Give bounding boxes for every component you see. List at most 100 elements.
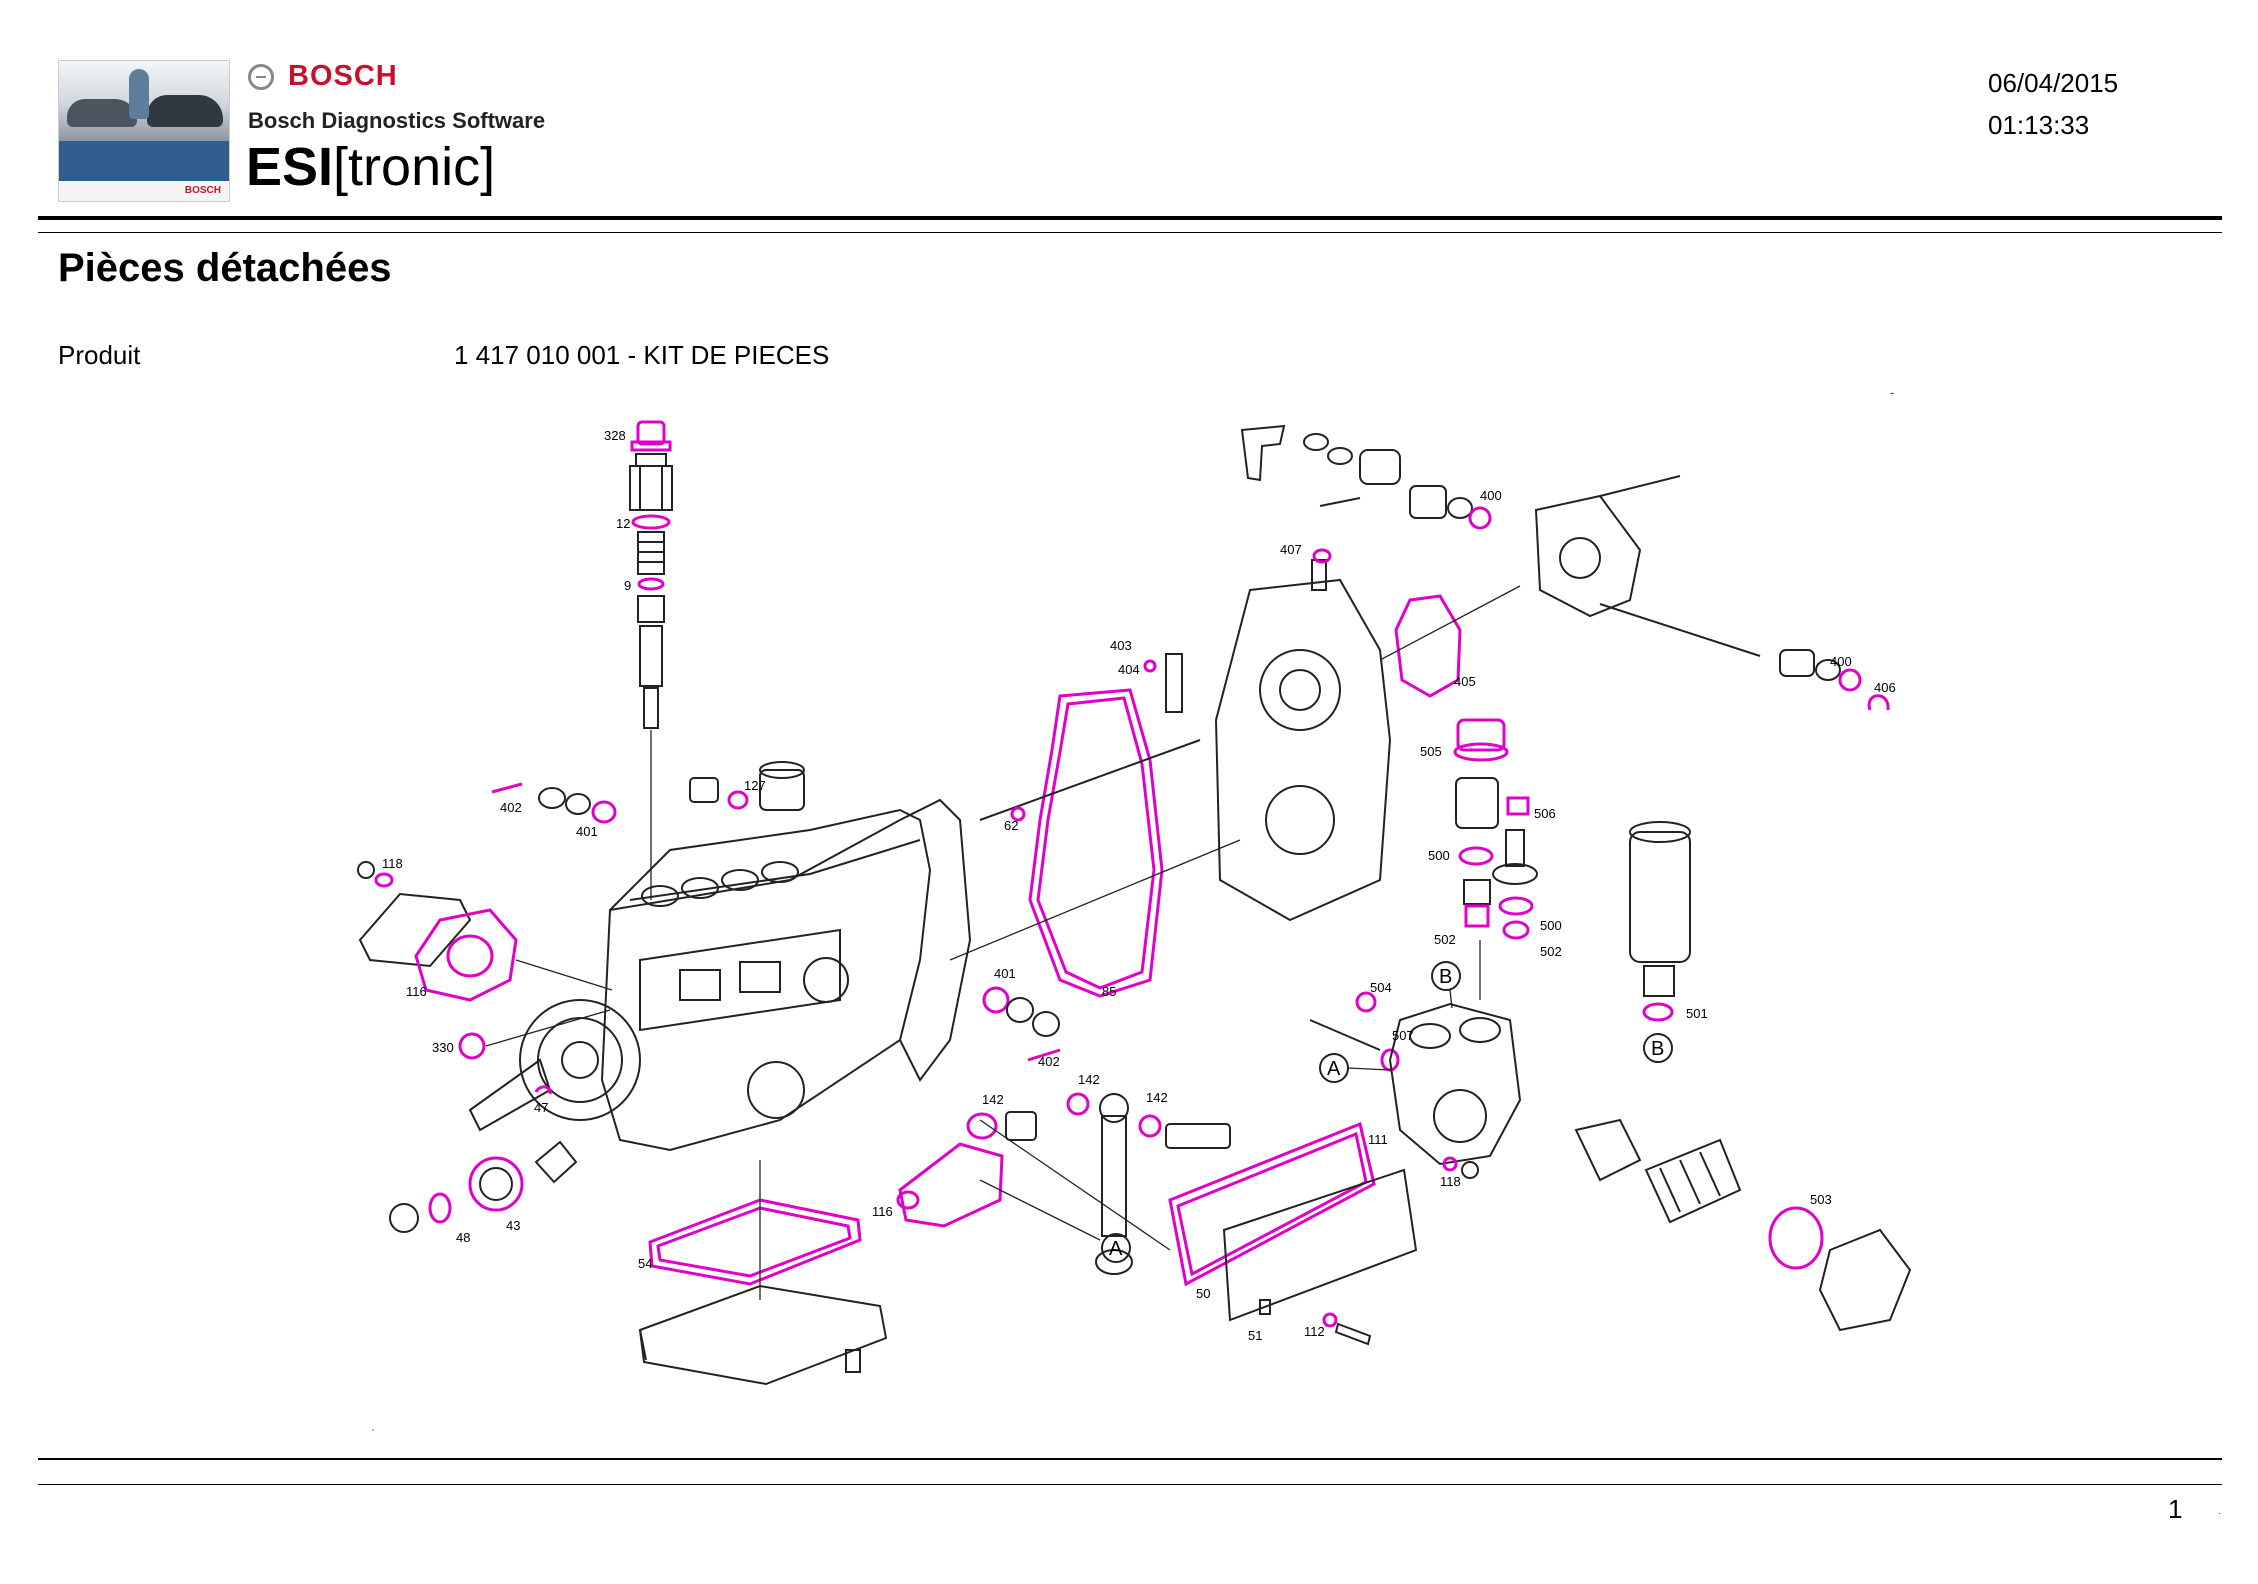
seal-112 (1322, 1312, 1338, 1328)
fuel-filter-cartridge (1629, 821, 1691, 1063)
spring-top (1359, 449, 1401, 485)
callout-142-c: 142 (1146, 1090, 1168, 1105)
plug-nut (1818, 1228, 1912, 1332)
governor-cover (1214, 548, 1521, 922)
seal-404 (1143, 659, 1157, 673)
nut-48-hex (389, 1203, 419, 1233)
valve-holder-hex (629, 465, 673, 511)
thumbnail-footer: BOSCH (59, 181, 229, 201)
bottom-cover (638, 1284, 888, 1386)
seal-401-b (982, 986, 1010, 1014)
marker-b-top-circle (1431, 961, 1461, 991)
primer-piston (1574, 1118, 1642, 1182)
screw-112 (1334, 1322, 1372, 1346)
exploded-parts-diagram: 328 12 9 402 401 127 118 116 330 (357, 420, 1912, 1386)
callout-503: 503 (1810, 1192, 1832, 1207)
callout-85: 85 (1102, 984, 1116, 999)
bottom-screw (845, 1349, 861, 1373)
callout-502-b: 502 (1540, 944, 1562, 959)
callout-51: 51 (1248, 1328, 1262, 1343)
governor-cover-body (1214, 578, 1392, 922)
callout-405: 405 (1454, 674, 1476, 689)
nut-118-b (1461, 1161, 1479, 1179)
callout-328: 328 (604, 428, 626, 443)
lever-403 (1165, 653, 1183, 713)
callout-118-b: 118 (1440, 1174, 1461, 1189)
valve-stem (639, 625, 663, 687)
part-51 (1259, 1299, 1271, 1315)
seal-500-a (1458, 846, 1494, 866)
marker-a-left: A (1327, 1058, 1341, 1080)
callout-48: 48 (456, 1230, 470, 1245)
callout-404: 404 (1118, 662, 1140, 677)
callout-402-a: 402 (500, 800, 522, 815)
callout-406: 406 (1874, 680, 1896, 695)
governor-gasket-area (949, 653, 1241, 998)
callout-407: 407 (1280, 542, 1302, 557)
stray-mark-right: . (2218, 1506, 2221, 1517)
seal-400-b (1838, 668, 1862, 692)
bushing-top (1409, 485, 1447, 519)
thumbnail-blue-banner (59, 141, 229, 181)
drive-flange (519, 999, 641, 1121)
callout-402-b: 402 (1038, 1054, 1060, 1069)
thumbnail-mechanic (129, 69, 149, 119)
callout-403: 403 (1110, 638, 1132, 653)
seal-501 (1642, 1002, 1674, 1022)
pin-housing (1309, 1019, 1381, 1051)
bosch-wordmark: BOSCH (288, 60, 398, 92)
bottom-cover-assembly (638, 1160, 888, 1386)
seal-9 (637, 577, 665, 591)
bolt-top (1599, 475, 1681, 497)
primer-housing-body (1388, 1002, 1522, 1166)
seal-142-a (966, 1112, 998, 1140)
seal-142-b (1066, 1092, 1090, 1116)
thumbnail-car-right (147, 95, 223, 127)
seal-407 (1312, 548, 1332, 564)
tronic-text: [tronic] (333, 137, 496, 197)
top-right-levers (1240, 424, 1890, 711)
callout-500-a: 500 (1428, 848, 1450, 863)
bolt-127-head (689, 777, 719, 803)
screw-407 (1311, 559, 1327, 591)
callout-116-a: 116 (406, 984, 427, 999)
callout-111: 111 (1368, 1132, 1388, 1147)
callout-127: 127 (744, 778, 766, 793)
lever-top (1240, 424, 1286, 482)
gasket-85 (1028, 688, 1164, 998)
drive-end-parts (389, 1085, 578, 1233)
print-time: 01:13:33 (1988, 110, 2090, 140)
governor-housing (899, 798, 972, 1082)
cap-505 (1456, 718, 1506, 752)
seal-503 (1768, 1206, 1824, 1270)
cover-plate (358, 892, 472, 968)
seal-504 (1355, 991, 1377, 1013)
drive-shaft (468, 1058, 552, 1132)
gasket-50 (1168, 1121, 1376, 1287)
callout-400-b: 400 (1830, 654, 1852, 669)
valve-holder-top (635, 453, 667, 467)
part-328-cap (636, 420, 666, 446)
cover-plate-111 (1222, 1168, 1418, 1322)
seal-502-b (1502, 920, 1530, 940)
callout-505: 505 (1420, 744, 1442, 759)
gasket-54 (648, 1198, 862, 1286)
right-valve-stack (1453, 718, 1538, 1000)
seal-500-b (1498, 896, 1534, 916)
marker-a-mid-circle (1101, 1233, 1131, 1263)
callout-50: 50 (1196, 1286, 1210, 1301)
part-328-base (630, 440, 672, 452)
footer-rule-bottom (38, 1484, 2222, 1485)
callout-112: 112 (1304, 1324, 1325, 1339)
left-upper-washers (491, 777, 749, 824)
seal-43 (468, 1156, 524, 1212)
pin-402 (491, 782, 523, 794)
header-rule-thin (38, 232, 2222, 233)
print-date: 06/04/2015 (1988, 68, 2119, 98)
header-thumbnail-image: BOSCH (58, 60, 230, 202)
callout-43: 43 (506, 1218, 520, 1233)
callout-401-a: 401 (576, 824, 598, 839)
primer-spring (1644, 1138, 1742, 1224)
mid-fittings (896, 1092, 1231, 1275)
banjo-screw-right (1505, 829, 1525, 867)
